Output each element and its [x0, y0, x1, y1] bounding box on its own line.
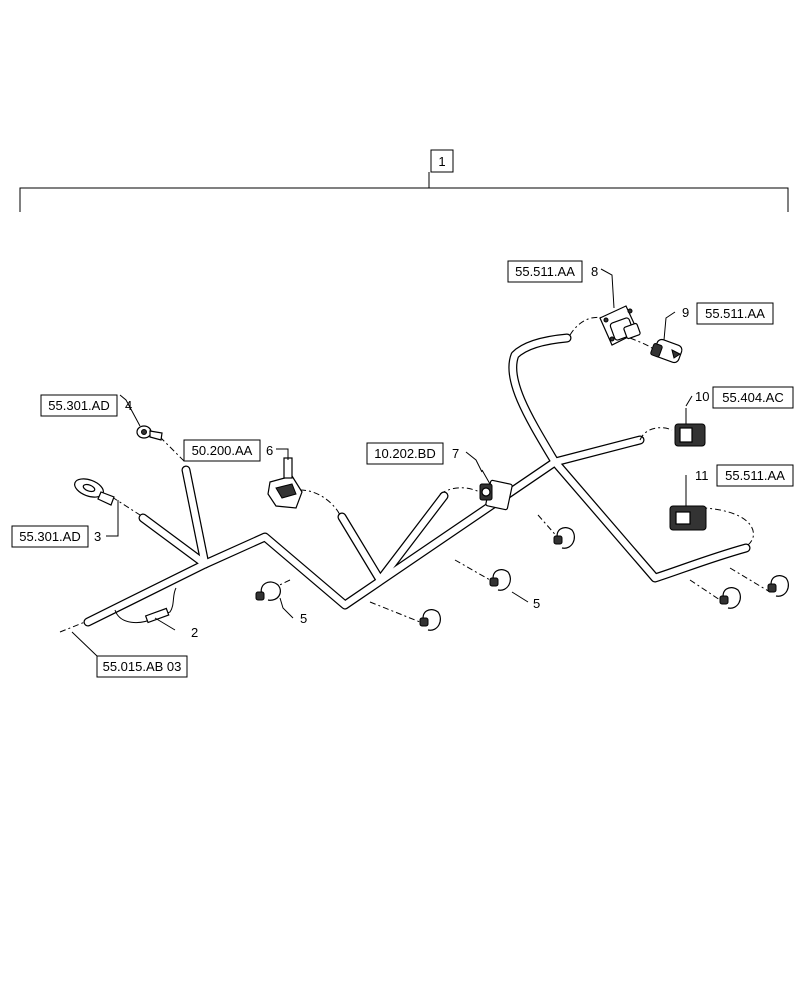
callout-9: 9: [682, 305, 689, 320]
clip-4: [553, 527, 575, 549]
ref-item-10: 55.404.AC: [722, 390, 783, 405]
callout-4: 4: [125, 398, 132, 413]
ref-item-7: 10.202.BD: [374, 446, 435, 461]
connector-10: [674, 408, 706, 447]
connector-7: [479, 469, 513, 511]
assembly-item-number: 1: [438, 154, 445, 169]
fuse-wire: [114, 587, 177, 624]
clip-1: [255, 581, 281, 601]
ref-item-6: 50.200.AA: [192, 443, 253, 458]
leader-lines: [71, 268, 693, 657]
clip-3: [489, 569, 511, 591]
assembly-bracket: 1: [19, 149, 789, 212]
ref-item-3: 55.301.AD: [19, 529, 80, 544]
plug-9: [650, 338, 683, 364]
clip-5: [719, 587, 741, 609]
ref-item-8: 55.511.AA: [515, 264, 575, 279]
callout-numbers: 4 3 2 6 5 7 5 8 9 10 11: [94, 264, 709, 640]
callout-11: 11: [695, 468, 709, 483]
callout-10: 10: [695, 389, 709, 404]
callout-6: 6: [266, 443, 273, 458]
connector-6: [267, 457, 303, 509]
reference-boxes: 55.511.AA 55.511.AA 55.404.AC 55.511.AA …: [11, 260, 794, 678]
clip-6: [767, 575, 789, 597]
ref-item-2: 55.015.AB 03: [103, 659, 182, 674]
flange-connector-8: [599, 305, 641, 346]
callout-5b: 5: [533, 596, 540, 611]
ref-item-11: 55.511.AA: [725, 468, 785, 483]
cable-clips: [255, 527, 789, 631]
callout-7: 7: [452, 446, 459, 461]
ref-item-4: 55.301.AD: [48, 398, 109, 413]
ring-terminal-large: [74, 478, 115, 506]
clip-2: [419, 609, 441, 631]
ring-terminal-small: [136, 425, 163, 441]
ref-item-9: 55.511.AA: [705, 306, 765, 321]
connector-11: [669, 486, 707, 531]
callout-5a: 5: [300, 611, 307, 626]
assembly-item-box: [430, 149, 454, 173]
callout-3: 3: [94, 529, 101, 544]
callout-8: 8: [591, 264, 598, 279]
wire-harness: [83, 333, 751, 627]
callout-2: 2: [191, 625, 198, 640]
